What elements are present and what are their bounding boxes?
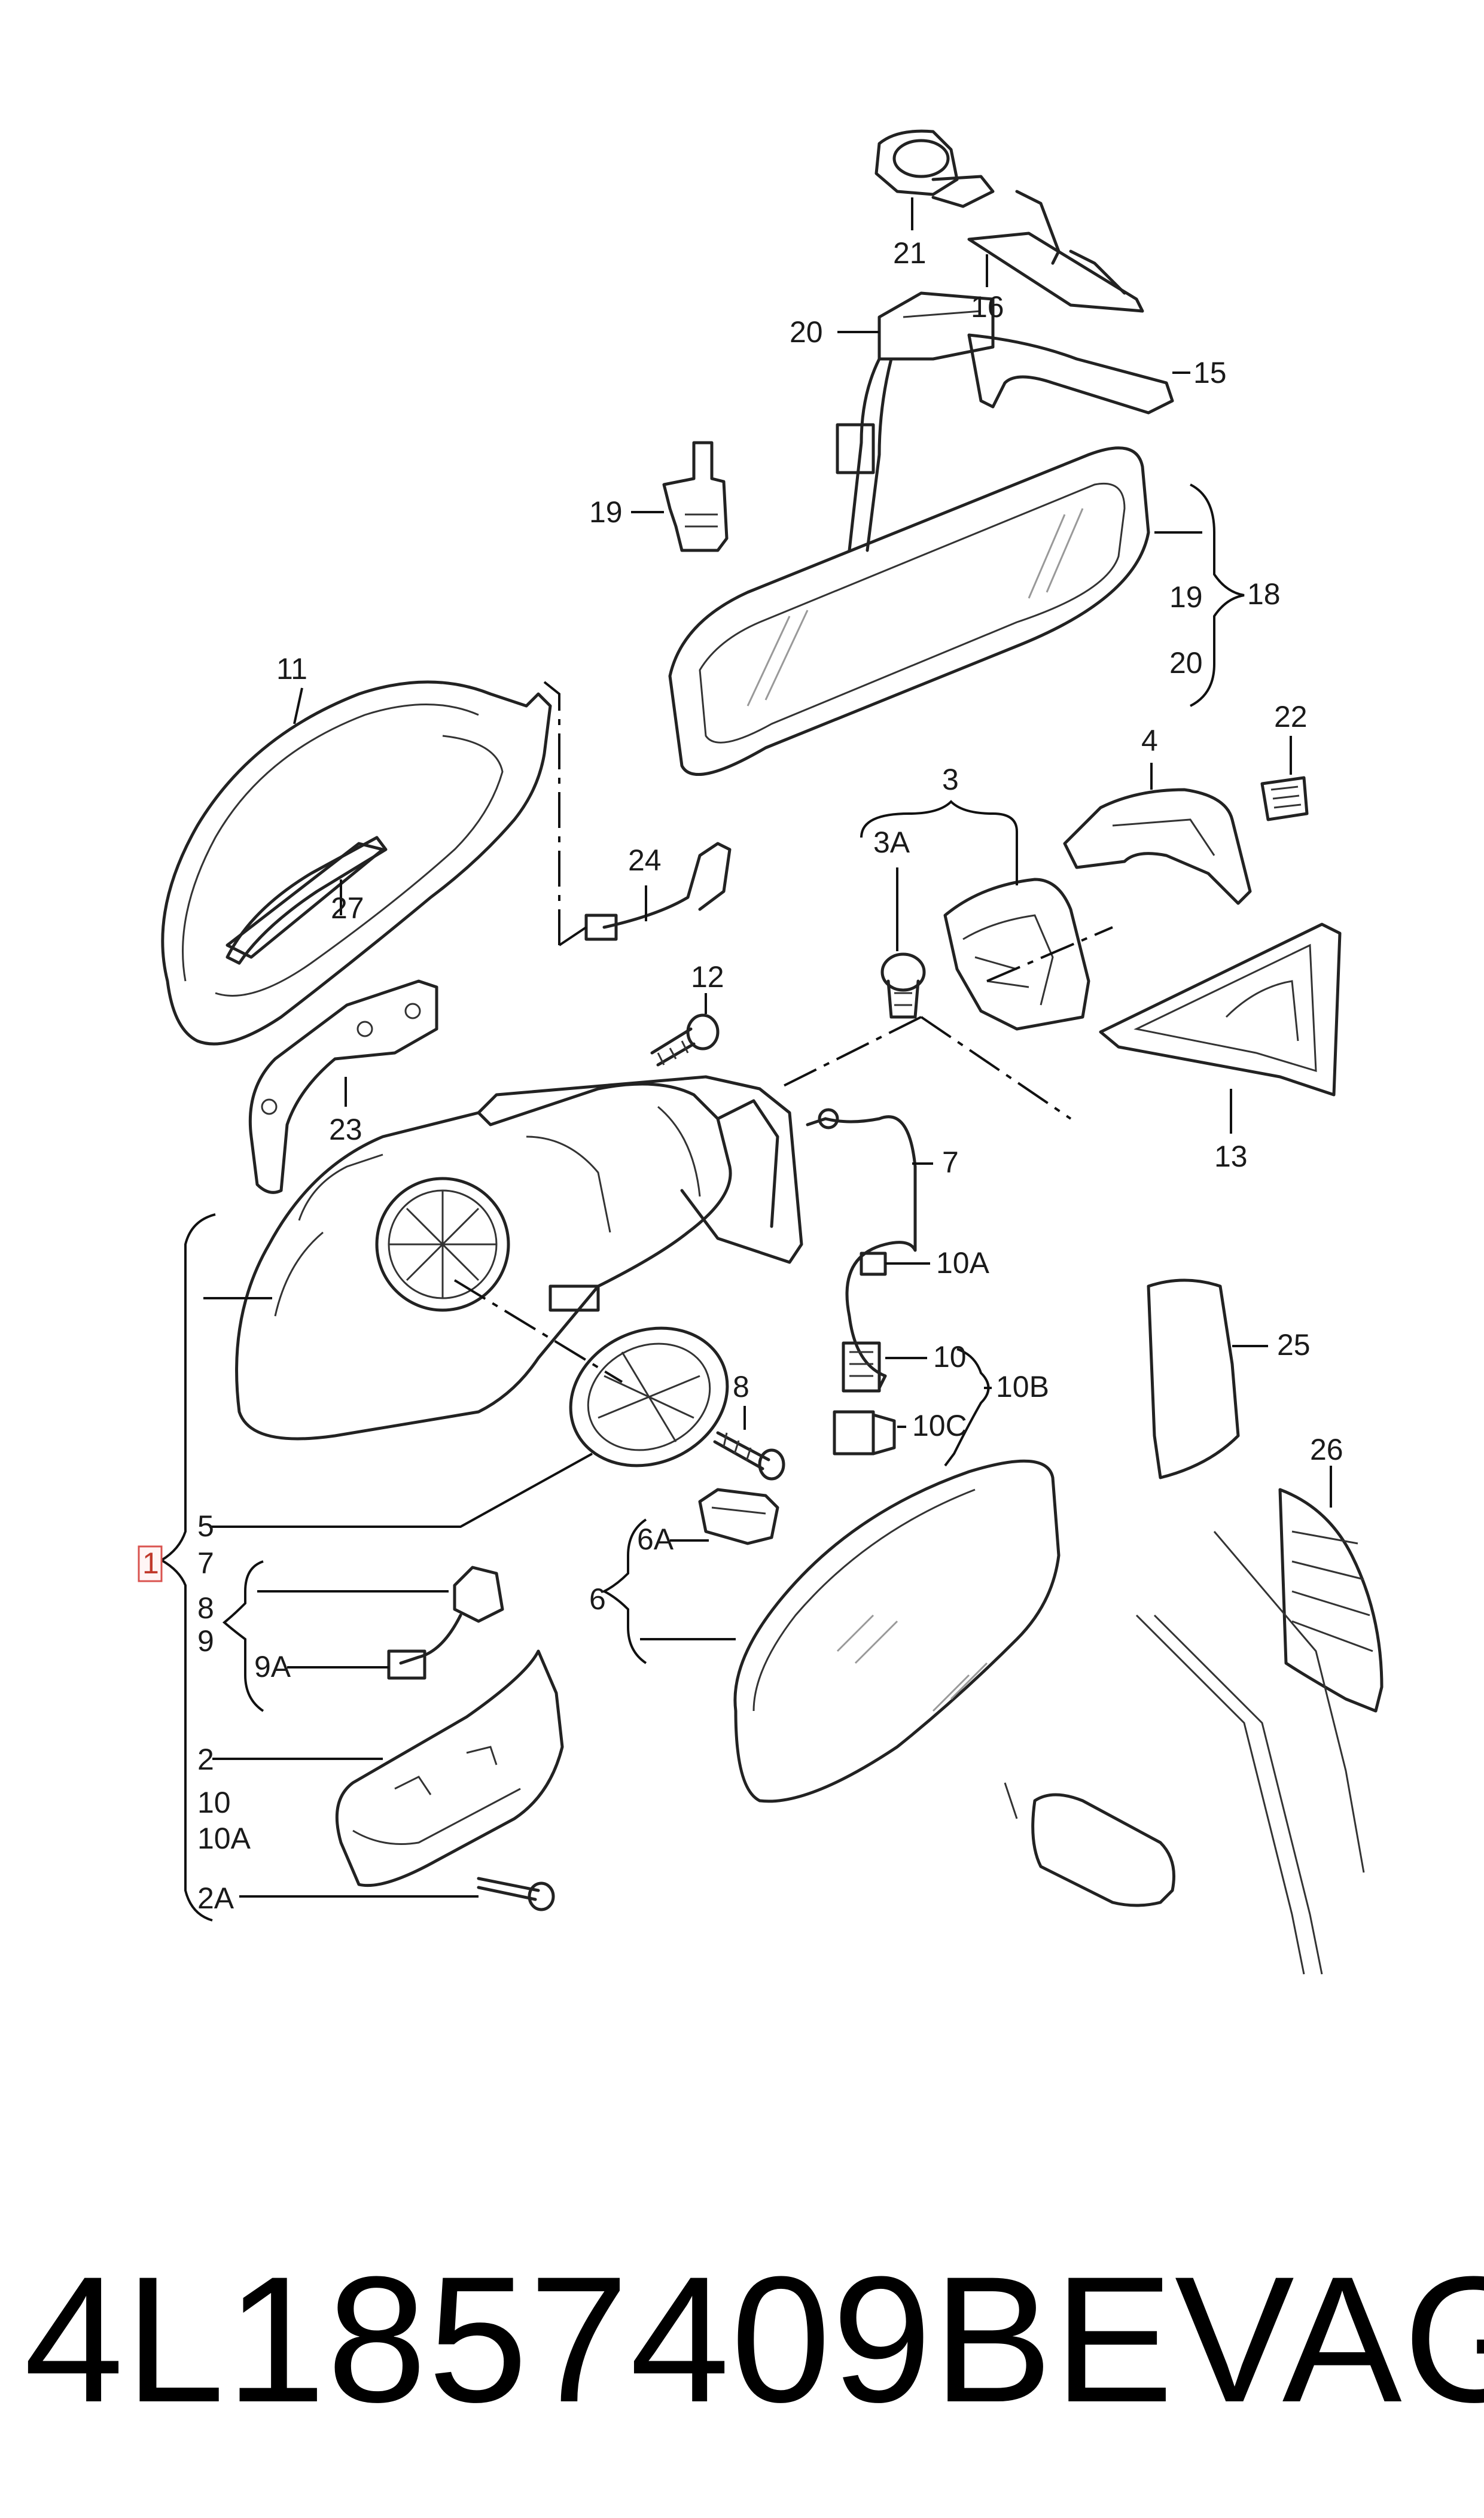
- part-6-mirror-glass: [601, 1459, 1061, 1803]
- callout-18: 18: [1247, 577, 1281, 611]
- callout-20-sub: 20: [1169, 646, 1203, 680]
- part-26-louver: [1278, 1466, 1384, 1713]
- callout-10C: 10C: [912, 1409, 967, 1442]
- callout-10B: 10B: [996, 1370, 1049, 1403]
- callout-22: 22: [1274, 700, 1308, 733]
- callout-27: 27: [331, 891, 364, 925]
- part-12-screw: [650, 993, 720, 1067]
- callout-2A: 2A: [197, 1881, 234, 1915]
- part-8-screw: [713, 1406, 785, 1481]
- part-18-interior-mirror: [668, 446, 1245, 777]
- callout-labels: 21 16 20 15 19 19 18 20 11 22 4 3 3A 24 …: [138, 236, 1343, 1915]
- part-3-mount: [777, 800, 1113, 1120]
- part-1-mirror-assembly: [203, 1075, 803, 1441]
- callout-2: 2: [197, 1743, 214, 1776]
- callout-9: 9: [197, 1624, 214, 1658]
- callout-10A: 10A: [936, 1246, 990, 1280]
- callout-3A: 3A: [873, 826, 910, 859]
- part-25-panel: [1147, 1278, 1268, 1479]
- callout-10-sub: 10: [197, 1786, 231, 1819]
- door-outline: [1004, 1531, 1365, 1975]
- callout-5: 5: [197, 1509, 214, 1543]
- part-9-wiring: [222, 1560, 504, 1712]
- callout-25: 25: [1277, 1328, 1311, 1362]
- callout-10: 10: [933, 1340, 967, 1374]
- callout-12: 12: [691, 960, 724, 994]
- callout-16: 16: [971, 290, 1004, 324]
- callout-6: 6: [589, 1582, 606, 1616]
- exploded-parts-diagram: 21 16 20 15 19 19 18 20 11 22 4 3 3A 24 …: [138, 129, 1384, 1975]
- part-20-connector: [836, 291, 995, 552]
- part-4-cap: [1063, 763, 1252, 905]
- part-2-lower-cover: [212, 1649, 564, 1911]
- part-10-connectors: [833, 1341, 992, 1467]
- callout-19-sub: 19: [1169, 580, 1203, 614]
- callout-8: 8: [733, 1370, 749, 1403]
- callout-7-sub: 7: [197, 1546, 214, 1580]
- callout-9A: 9A: [254, 1650, 291, 1683]
- callout-20: 20: [790, 315, 823, 349]
- part-23-bracket: [248, 979, 438, 1194]
- part-number: 4L1857409BE: [24, 2239, 1175, 2440]
- part-11-housing-cover: [161, 680, 552, 1046]
- callout-6A: 6A: [637, 1523, 674, 1556]
- brand-name: VAG: [1174, 2239, 1484, 2440]
- callout-15: 15: [1193, 356, 1227, 389]
- part-21-sensor: [874, 129, 995, 230]
- part-19-clip: [631, 441, 729, 552]
- callout-1: 1: [142, 1546, 159, 1580]
- part-22-clip: [1260, 736, 1309, 821]
- part-16-bracket: [967, 190, 1144, 313]
- callout-21: 21: [893, 236, 927, 270]
- callout-23: 23: [329, 1113, 362, 1146]
- callout-11: 11: [276, 652, 307, 686]
- callout-10A-sub: 10A: [197, 1822, 251, 1855]
- part-13-triangle-trim: [1099, 922, 1342, 1134]
- part-27-strip: [226, 836, 388, 965]
- callout-7: 7: [942, 1146, 959, 1179]
- part-7-harness: [806, 1108, 933, 1390]
- callout-13: 13: [1214, 1140, 1248, 1173]
- callout-3: 3: [942, 763, 959, 796]
- callout-4: 4: [1141, 724, 1158, 757]
- part-number-caption: 4L1857409BE VAG: [24, 2239, 1484, 2440]
- part-5-motor: [209, 1279, 729, 1528]
- callout-19: 19: [589, 495, 623, 529]
- callout-26: 26: [1310, 1433, 1343, 1466]
- part-15-cover: [967, 333, 1190, 415]
- callout-8-sub: 8: [197, 1591, 214, 1625]
- callout-24: 24: [628, 844, 662, 877]
